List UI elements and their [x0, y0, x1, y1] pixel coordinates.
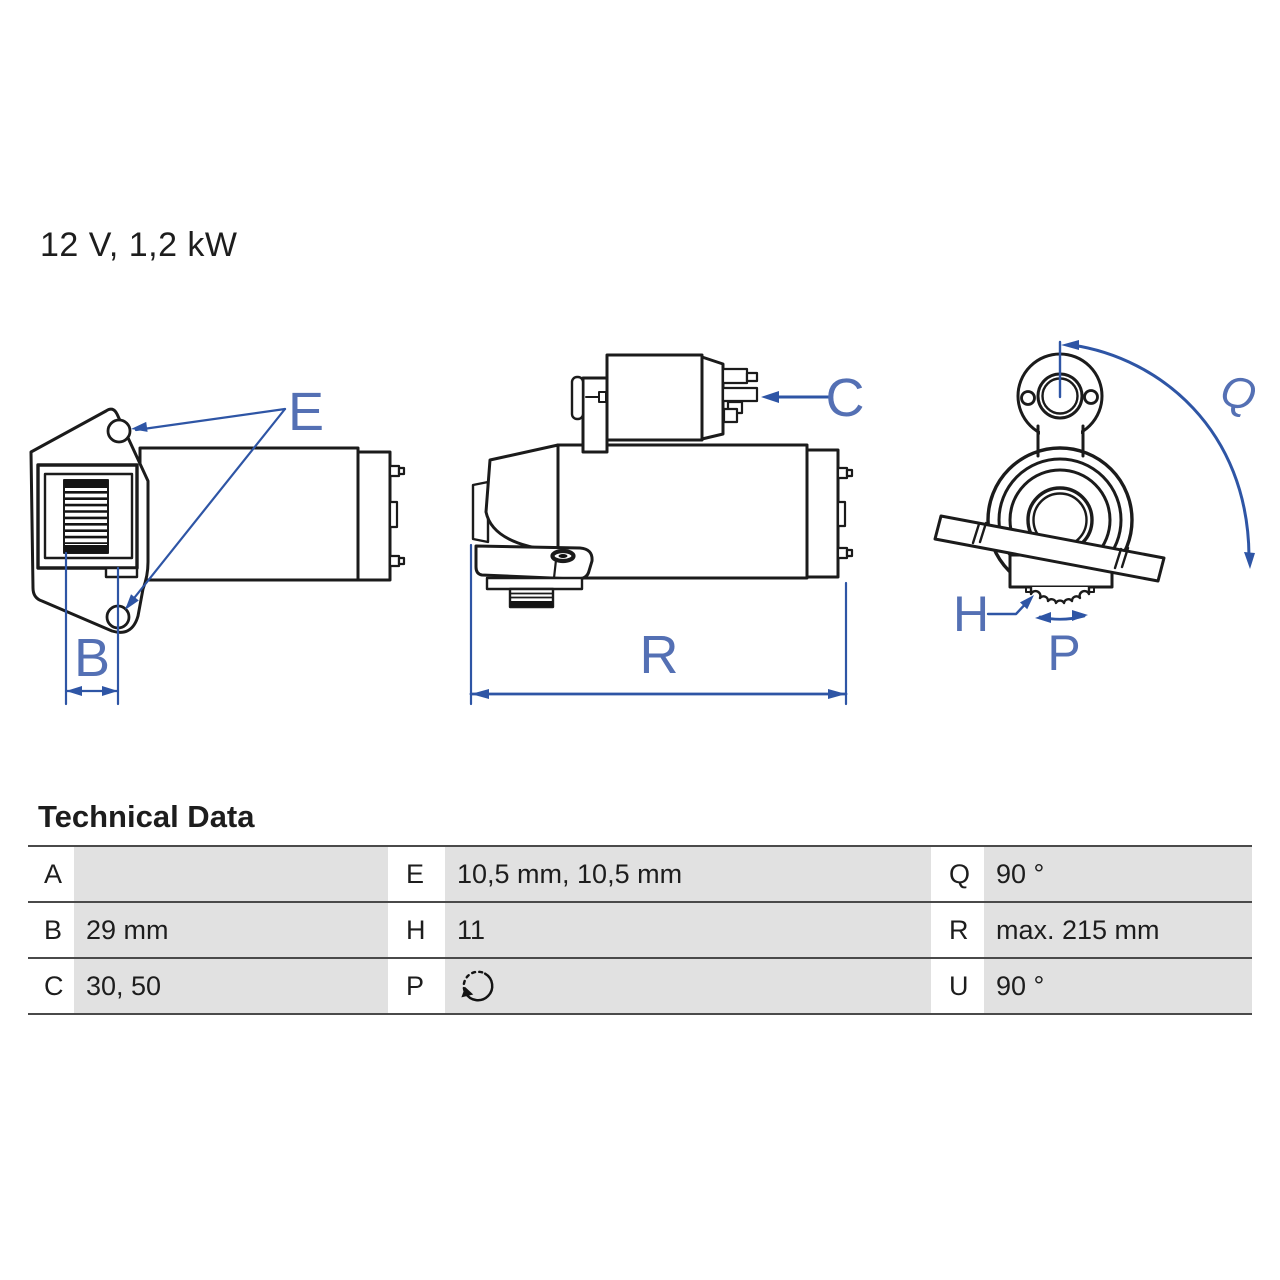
- param-value: [445, 959, 931, 1013]
- technical-data-title: Technical Data: [38, 799, 255, 834]
- motor-body-outline: [138, 446, 360, 582]
- param-key: E: [388, 847, 445, 901]
- side-view: C R: [469, 353, 865, 706]
- label-Q: Q: [1216, 365, 1262, 421]
- pinion-end-view: Q H P: [933, 340, 1262, 681]
- pinion-gear-teeth: [1029, 585, 1091, 605]
- motor-body: [556, 443, 809, 580]
- flange-hole-top: [106, 418, 132, 444]
- label-P: P: [1047, 625, 1080, 681]
- front-flange-view: E B: [29, 382, 406, 706]
- end-cap: [805, 448, 840, 579]
- param-key: U: [931, 959, 984, 1013]
- table-row: A E 10,5 mm, 10,5 mm Q 90 °: [28, 847, 1252, 903]
- e-leader-arrowheads: [125, 421, 148, 610]
- param-value: 90 °: [984, 959, 1252, 1013]
- r-dimension: R: [469, 543, 848, 706]
- grille: [63, 479, 109, 554]
- table-row: B 29 mm H 11 R max. 215 mm: [28, 903, 1252, 959]
- boss-ear-hole-left: [1020, 390, 1036, 406]
- e-dimension-leaders: [125, 407, 287, 609]
- param-key: R: [931, 903, 984, 957]
- drive-base: [485, 576, 584, 591]
- boss-ear-hole-right: [1083, 389, 1099, 405]
- strip-break-ticks: [971, 521, 1130, 570]
- label-B: B: [74, 628, 110, 688]
- label-E: E: [288, 382, 324, 442]
- solenoid-cap: [700, 355, 725, 441]
- param-value: 29 mm: [74, 903, 388, 957]
- solenoid-body: [605, 353, 704, 442]
- param-key: Q: [931, 847, 984, 901]
- param-key: C: [28, 959, 74, 1013]
- param-key: P: [388, 959, 445, 1013]
- param-value: 11: [445, 903, 931, 957]
- flange-step: [104, 566, 139, 579]
- label-H: H: [953, 586, 989, 642]
- mounting-bracket: [474, 544, 594, 581]
- param-value: max. 215 mm: [984, 903, 1252, 957]
- param-key: B: [28, 903, 74, 957]
- terminal-stubs: [388, 464, 406, 568]
- p-annotation: P: [1035, 610, 1088, 681]
- rotation-direction-icon: [461, 970, 494, 1002]
- table-row: C 30, 50 P U 90 °: [28, 959, 1252, 1015]
- end-cap: [356, 450, 392, 582]
- h-annotation: H: [953, 586, 1034, 642]
- param-key: A: [28, 847, 74, 901]
- terminal-stubs: [836, 466, 854, 560]
- c-arrowhead: [761, 391, 779, 403]
- solenoid-bracket: [570, 375, 609, 454]
- param-value: 10,5 mm, 10,5 mm: [445, 847, 931, 901]
- param-key: H: [388, 903, 445, 957]
- drive-end-housing: [484, 443, 560, 553]
- solenoid-terminals: [721, 367, 759, 424]
- param-value: 30, 50: [74, 959, 388, 1013]
- pinion-block: [508, 587, 555, 609]
- starter-motor-diagram: E B: [29, 340, 1262, 706]
- b-dimension-arrowheads: [66, 686, 118, 696]
- flange-edge-strip: [933, 514, 1166, 583]
- drive-end-step: [471, 480, 490, 544]
- voltage-power-spec: 12 V, 1,2 kW: [40, 226, 238, 264]
- technical-data-table: A E 10,5 mm, 10,5 mm Q 90 ° B 29 mm H 11…: [28, 845, 1252, 1015]
- param-value: 90 °: [984, 847, 1252, 901]
- c-annotation: C: [761, 368, 865, 428]
- label-C: C: [826, 368, 865, 428]
- label-R: R: [640, 625, 679, 685]
- param-value: [74, 847, 388, 901]
